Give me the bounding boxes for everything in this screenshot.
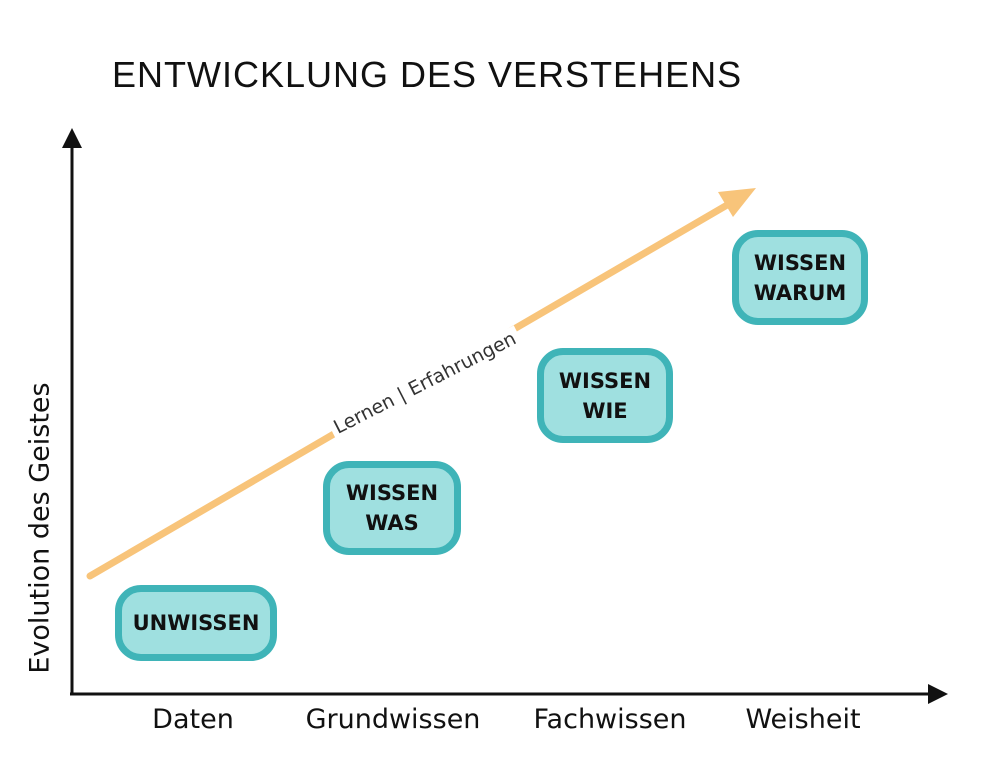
diagram-title: ENTWICKLUNG DES VERSTEHENS: [112, 54, 743, 95]
stage-box-wissen-warum: WISSEN WARUM: [732, 230, 868, 325]
x-axis-label-weisheit: Weisheit: [745, 704, 861, 735]
y-axis-arrowhead: [62, 128, 82, 148]
x-axis-arrowhead: [928, 684, 948, 704]
x-axis-label-grundwissen: Grundwissen: [305, 704, 481, 735]
stage-box-unwissen: UNWISSEN: [115, 585, 277, 661]
stage-box-wissen-was: WISSEN WAS: [323, 461, 461, 555]
x-axis-label-daten: Daten: [152, 704, 234, 735]
x-axis-label-fachwissen: Fachwissen: [533, 704, 687, 735]
y-axis-label: Evolution des Geistes: [24, 382, 56, 674]
stage-box-wissen-wie: WISSEN WIE: [537, 348, 673, 443]
progress-arrow-head: [718, 188, 756, 217]
